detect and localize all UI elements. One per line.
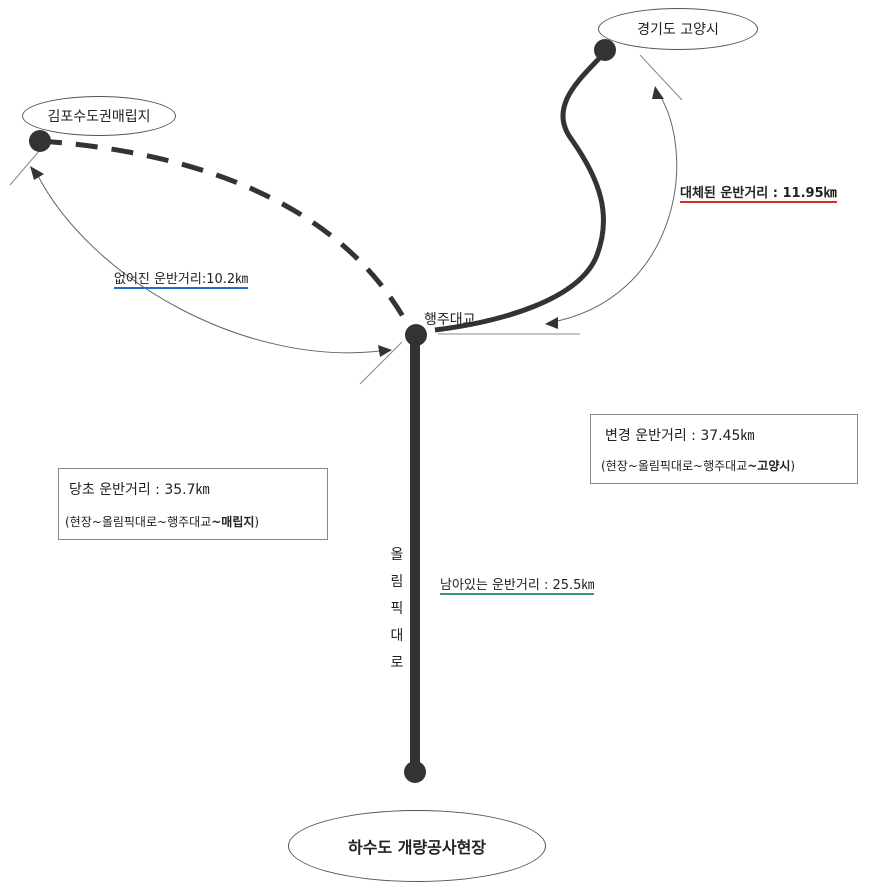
replaced-distance-label: 대체된 운반거리 : 11.95㎞ [680,182,837,203]
road-char-5: 로 [390,655,404,671]
haengju-node-dot [405,324,427,346]
goyang-label-oval: 경기도 고양시 [598,8,758,50]
removed-distance-arc [35,171,389,354]
replacement-route [434,50,607,333]
site-label-oval: 하수도 개량공사현장 [288,810,546,882]
original-route-suffix: ) [254,515,260,529]
gimpo-label-oval: 김포수도권매립지 [22,96,176,136]
site-label: 하수도 개량공사현장 [347,838,487,857]
road-char-1: 올 [390,547,404,563]
changed-route: (현장~올림픽대로~행주대교~고양시) [601,457,795,474]
tick-haengju-left [359,341,403,385]
replaced-arc-arrow-top [652,86,664,99]
removed-arc-arrow-top [30,166,44,180]
original-route-dest: ~매립지 [211,515,255,529]
olympic-daero-vertical-label: 올 림 픽 대 로 [387,542,407,677]
replaced-arc-arrow-bottom [545,317,558,329]
original-route-prefix: (현장~올림픽대로~행주대교 [65,515,212,529]
road-char-4: 대 [390,628,404,644]
gimpo-node-dot [29,130,51,152]
goyang-node-dot [594,39,616,61]
original-route: (현장~올림픽대로~행주대교~매립지) [65,513,259,530]
changed-route-prefix: (현장~올림픽대로~행주대교 [601,459,748,473]
goyang-label: 경기도 고양시 [637,22,719,38]
changed-distance-box: 변경 운반거리 : 37.45㎞ (현장~올림픽대로~행주대교~고양시) [590,414,858,484]
original-distance-title: 당초 운반거리 : 35.7㎞ [69,482,210,498]
changed-route-dest: ~고양시 [747,459,791,473]
road-char-2: 림 [390,574,404,590]
replaced-distance-arc [547,87,678,324]
original-distance-box: 당초 운반거리 : 35.7㎞ (현장~올림픽대로~행주대교~매립지) [58,468,328,540]
removed-distance-label: 없어진 운반거리:10.2㎞ [114,268,249,289]
tick-gimpo [9,149,41,186]
changed-distance-title: 변경 운반거리 : 37.45㎞ [605,428,755,444]
haengju-label: 행주대교 [424,312,476,328]
gimpo-label: 김포수도권매립지 [47,109,151,125]
changed-route-suffix: ) [790,459,796,473]
road-char-3: 픽 [390,601,404,617]
site-node-dot [404,761,426,783]
removed-arc-arrow-bottom [378,345,392,357]
remaining-distance-label: 남아있는 운반거리 : 25.5㎞ [440,574,595,595]
tick-goyang [639,54,683,101]
removed-route-dashed [39,138,408,322]
